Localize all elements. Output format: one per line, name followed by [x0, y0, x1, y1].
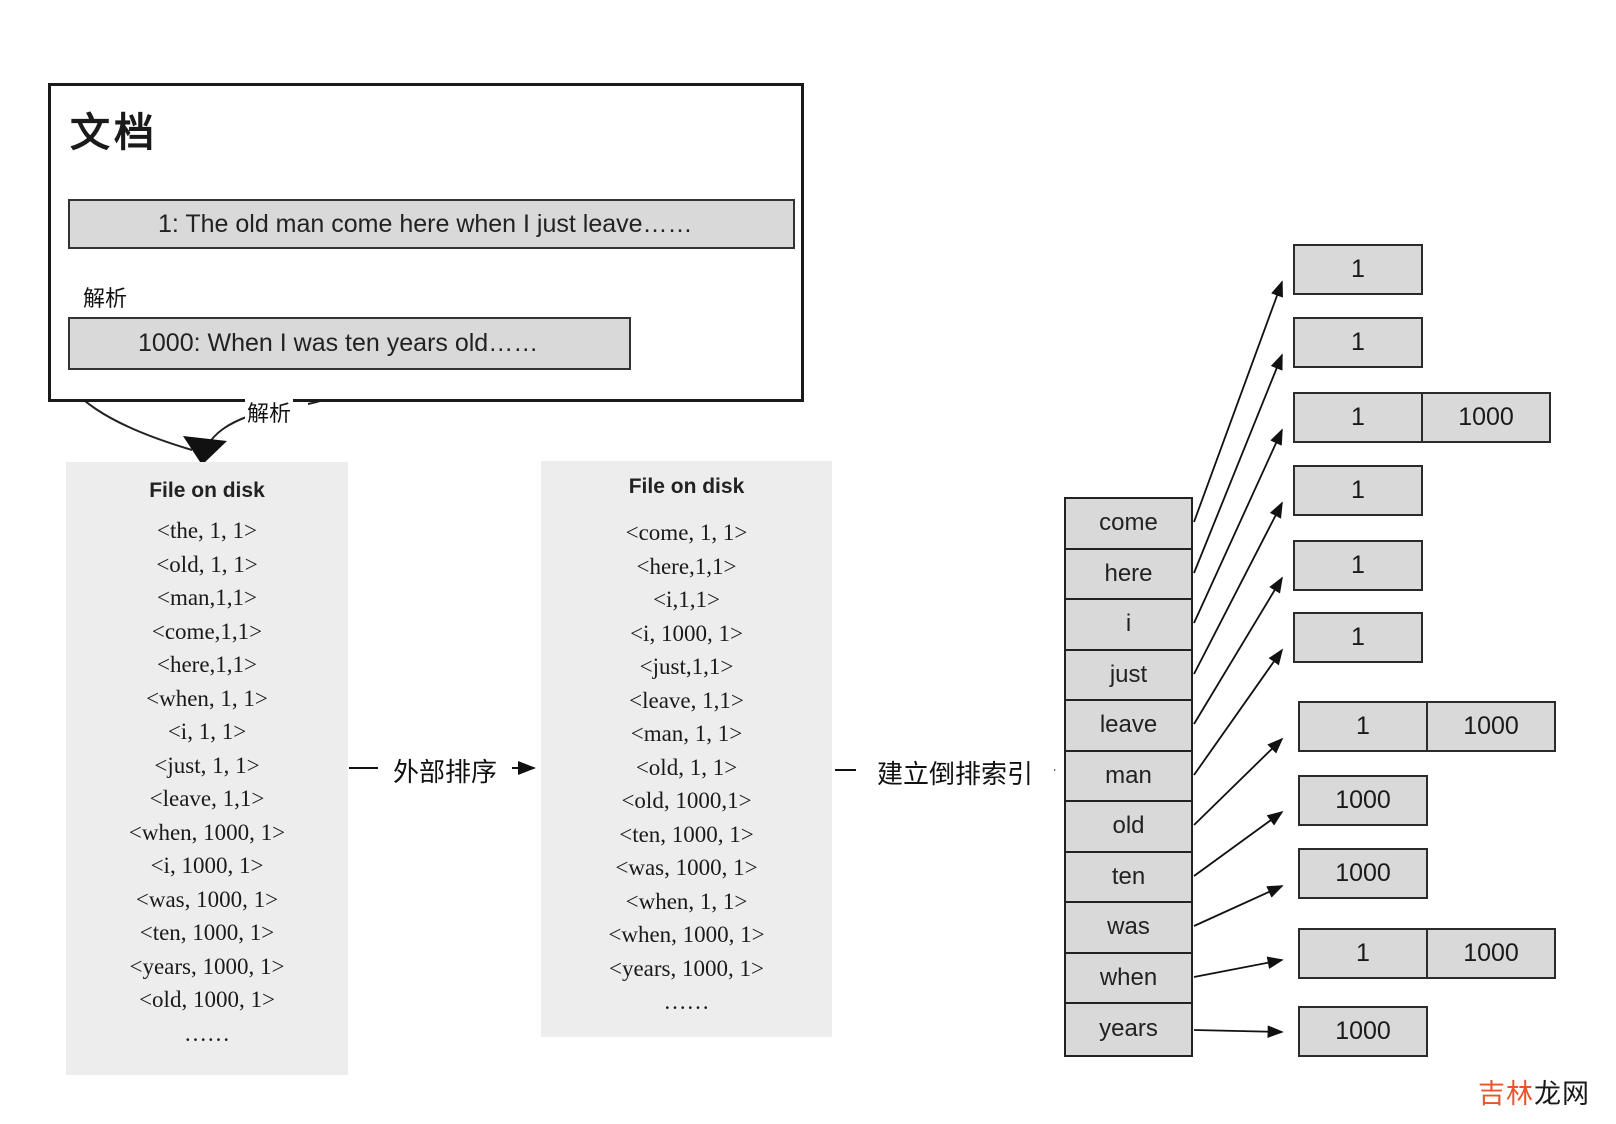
posting-row-here: 1 [1293, 317, 1423, 368]
file-on-disk-unsorted: File on disk <the, 1, 1> <old, 1, 1> <ma… [66, 462, 348, 1075]
document-panel-title: 文档 [70, 111, 158, 155]
tuple: <old, 1, 1> [635, 754, 738, 780]
tuple: <leave, 1,1> [149, 786, 265, 811]
tuple: <leave, 1,1> [629, 687, 744, 713]
posting-doc-id: 1000 [1298, 848, 1428, 899]
posting-row-i: 1 1000 [1293, 392, 1551, 443]
tuple: <years, 1000, 1> [609, 955, 764, 981]
word-cell-old: old [1066, 802, 1191, 853]
posting-doc-id: 1 [1293, 244, 1423, 295]
tuple: <was, 1000, 1> [615, 855, 758, 880]
word-cell-was: was [1066, 903, 1191, 954]
word-cell-just: just [1066, 650, 1191, 701]
ellipsis: …… [663, 989, 710, 1014]
tuple: <here,1,1> [636, 553, 737, 579]
file-box-1-title: File on disk [149, 479, 265, 502]
file-on-disk-sorted: File on disk <come, 1, 1> <here,1,1> <i,… [541, 461, 832, 1037]
posting-arrow-man [1193, 648, 1284, 776]
posting-arrow-just [1193, 501, 1283, 675]
tuple: <just,1,1> [639, 654, 734, 679]
word-cell-years: years [1066, 1004, 1191, 1055]
word-cell-man: man [1066, 751, 1191, 802]
posting-doc-id: 1000 [1426, 701, 1556, 752]
file-box-1-tuples: <the, 1, 1> <old, 1, 1> <man,1,1> <come,… [66, 514, 348, 1050]
tuple: <ten, 1000, 1> [139, 920, 275, 945]
merge-arrowhead [183, 436, 227, 465]
external-sort-label: 外部排序 [378, 752, 512, 789]
posting-doc-id: 1000 [1298, 1006, 1428, 1057]
posting-arrow-years [1193, 1025, 1284, 1038]
tuple: <just, 1, 1> [154, 752, 260, 778]
posting-row-just: 1 [1293, 465, 1423, 516]
tuple: <i, 1, 1> [167, 719, 247, 744]
posting-row-ten: 1000 [1298, 775, 1428, 826]
posting-arrow-leave [1193, 576, 1283, 725]
build-inverted-index-label: 建立倒排索引 [856, 754, 1054, 791]
tuple: <the, 1, 1> [156, 518, 258, 543]
posting-arrow-old [1193, 737, 1284, 826]
posting-row-was: 1000 [1298, 848, 1428, 899]
document-1: 1: The old man come here when I just lea… [68, 199, 795, 249]
posting-arrow-ten [1193, 810, 1284, 877]
tuple: <when, 1, 1> [146, 685, 268, 711]
parse-label-2: 解析 [245, 395, 294, 429]
posting-row-years: 1000 [1298, 1006, 1428, 1057]
tuple: <here,1,1> [156, 652, 258, 677]
posting-doc-id: 1000 [1426, 928, 1556, 979]
posting-arrow-was [1193, 885, 1284, 927]
watermark-black-part: 龙网 [1534, 1079, 1590, 1109]
word-cell-i: i [1066, 600, 1191, 651]
inverted-index-word-table: come here i just leave man old ten was w… [1064, 497, 1193, 1057]
posting-doc-id: 1 [1293, 612, 1423, 663]
posting-doc-id: 1 [1293, 465, 1423, 516]
posting-doc-id: 1 [1293, 540, 1423, 591]
posting-arrow-i [1193, 428, 1283, 624]
posting-row-come: 1 [1293, 244, 1423, 295]
tuple: <old, 1, 1> [156, 551, 258, 577]
posting-doc-id: 1 [1298, 928, 1428, 979]
posting-row-old: 1 1000 [1298, 701, 1556, 752]
posting-arrow-here [1193, 353, 1283, 574]
ellipsis: …… [184, 1020, 230, 1046]
tuple: <i,1,1> [653, 587, 720, 612]
file-box-2-tuples: <come, 1, 1> <here,1,1> <i,1,1> <i, 1000… [541, 516, 832, 1019]
tuple: <man, 1, 1> [630, 721, 743, 746]
tuple: <old, 1000,1> [621, 788, 752, 813]
tuple: <when, 1000, 1> [608, 922, 765, 947]
parse-curve-doc2-tail [206, 415, 250, 447]
posting-doc-id: 1000 [1421, 392, 1551, 443]
tuple: <was, 1000, 1> [135, 886, 279, 912]
tuple: <i, 1000, 1> [630, 620, 743, 646]
tuple: <i, 1000, 1> [150, 853, 264, 878]
posting-doc-id: 1 [1293, 317, 1423, 368]
document-2: 1000: When I was ten years old…… [68, 317, 631, 370]
tuple: <ten, 1000, 1> [619, 821, 754, 847]
tuple: <old, 1000, 1> [139, 987, 275, 1012]
tuple: <come, 1, 1> [625, 520, 748, 545]
word-cell-leave: leave [1066, 701, 1191, 752]
tuple: <man,1,1> [156, 585, 258, 610]
file-box-2-title: File on disk [628, 475, 745, 498]
word-cell-here: here [1066, 549, 1191, 600]
tuple: <years, 1000, 1> [129, 953, 285, 979]
posting-row-leave: 1 [1293, 540, 1423, 591]
posting-doc-id: 1000 [1298, 775, 1428, 826]
tuple: <come,1,1> [151, 618, 263, 644]
word-cell-when: when [1066, 953, 1191, 1004]
posting-row-man: 1 [1293, 612, 1423, 663]
word-cell-ten: ten [1066, 852, 1191, 903]
posting-row-when: 1 1000 [1298, 928, 1556, 979]
posting-arrow-come [1193, 280, 1283, 523]
word-cell-come: come [1066, 499, 1191, 550]
posting-doc-id: 1 [1298, 701, 1428, 752]
tuple: <when, 1000, 1> [128, 819, 286, 845]
parse-label-1: 解析 [81, 280, 130, 314]
tuple: <when, 1, 1> [625, 888, 748, 914]
site-watermark: 吉林龙网 [1478, 1072, 1590, 1111]
watermark-red-part: 吉林 [1478, 1079, 1534, 1109]
posting-doc-id: 1 [1293, 392, 1423, 443]
posting-arrow-when [1193, 956, 1284, 978]
